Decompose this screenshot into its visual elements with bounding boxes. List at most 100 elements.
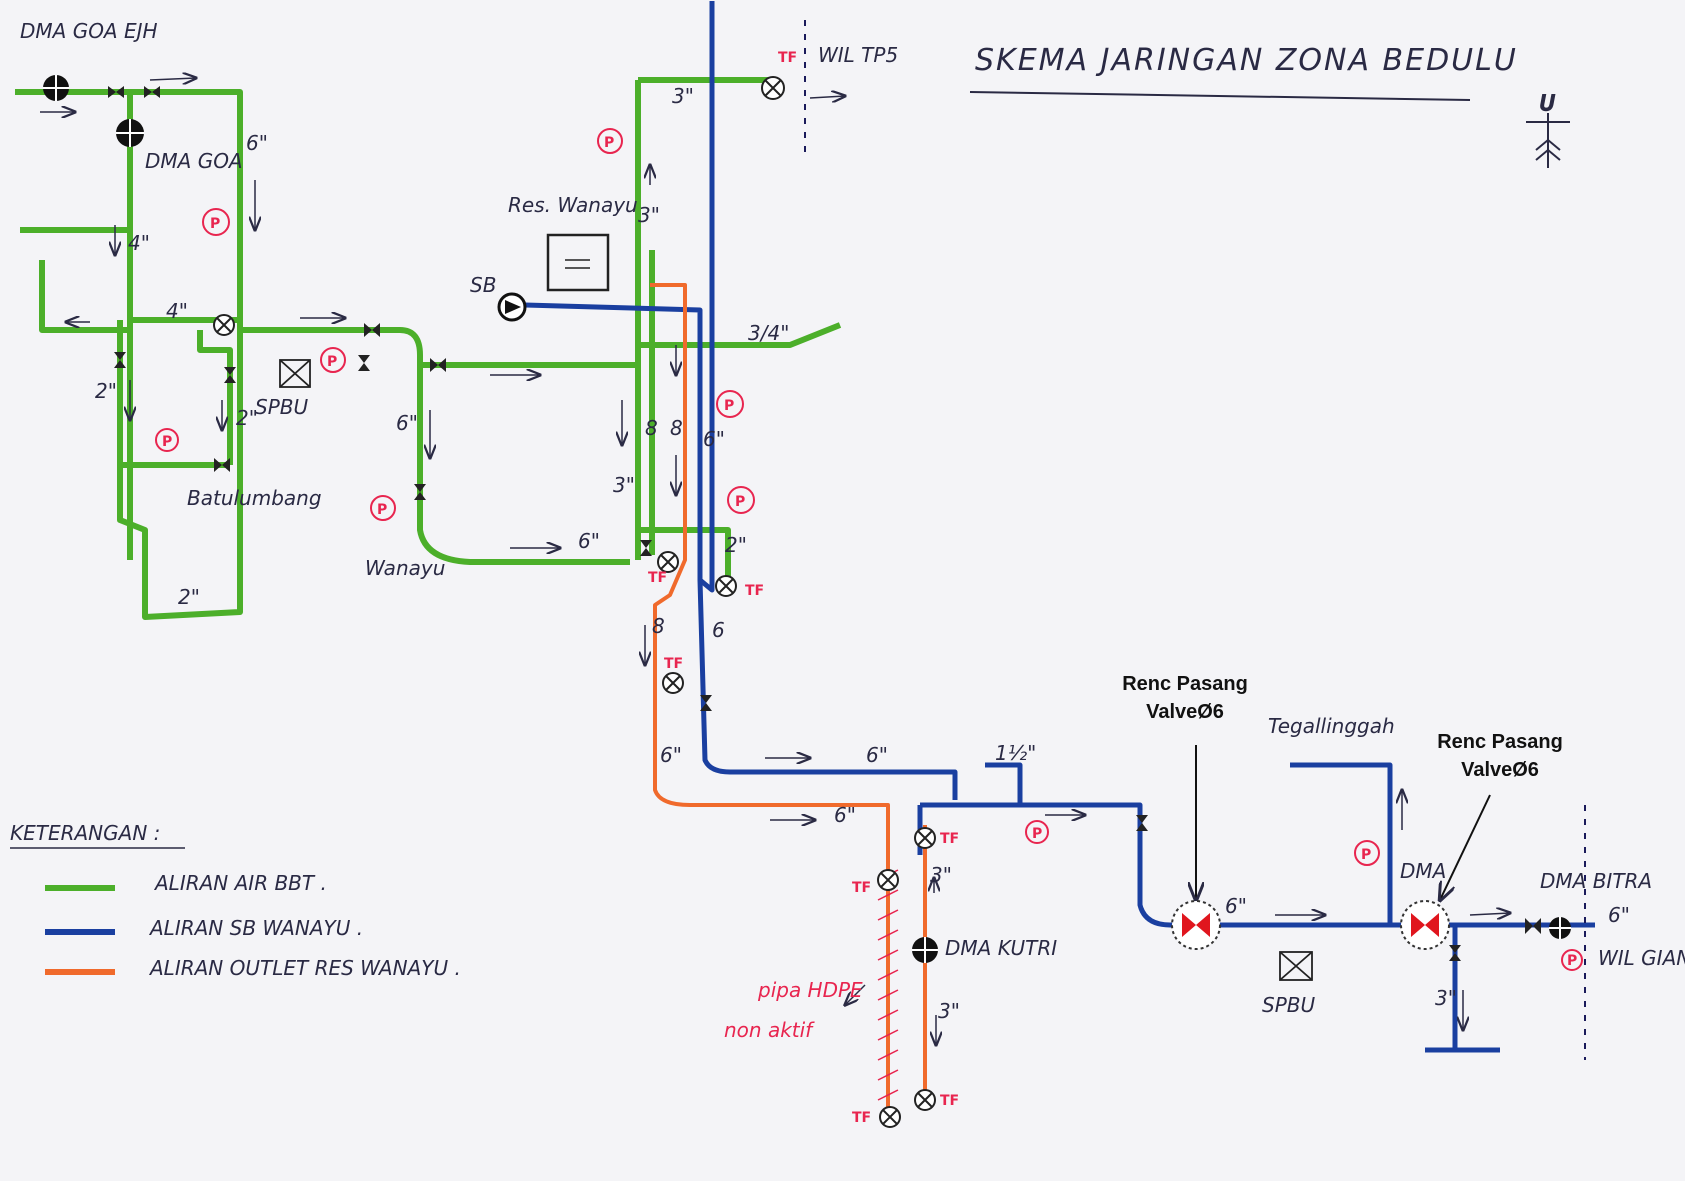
label-tegallinggah: Tegallinggah [1268,714,1395,738]
pressure-point-icon: P [727,486,755,514]
gate-valve-icon [657,551,679,573]
spbu-cross-left [279,359,311,388]
label-non-aktif: non aktif [724,1018,815,1042]
valve-icon [640,540,652,556]
legend-item-bbt: ALIRAN AIR BBT . [45,871,327,895]
flow-arrows [40,78,1510,1045]
flow-arrow [809,96,845,98]
label-pipa-hdpe: pipa HDPE [757,978,863,1002]
dma-meters [43,75,1571,963]
planned-valve-icon [1411,913,1439,937]
pressure-point-icon: P [1561,949,1583,971]
label-wil-gianyar: WIL GIANYAR [1598,946,1685,970]
pipe-sb-tegallinggah [1290,762,1393,925]
size-label: 6" [1225,894,1247,918]
p-label: P [162,434,172,450]
tf-label: TF [940,831,959,847]
valve-icon [1136,815,1148,831]
valve-icon [114,352,126,368]
reservoir-box [546,233,610,292]
gate-valve-icon [914,1089,936,1111]
gate-valve-icon [761,76,785,100]
tf-label: TF [745,583,764,599]
size-label: 6" [578,529,600,553]
label-spbu-left: SPBU [255,395,308,419]
flow-arrow [845,984,866,1005]
compass-tail [1535,138,1561,161]
tf-label: TF [778,50,797,66]
legend-label-outlet: ALIRAN OUTLET RES WANAYU . [148,956,461,980]
pipe-sb-trunk-east [920,802,1595,928]
legend: KETERANGAN : ALIRAN AIR BBT . ALIRAN SB … [10,821,461,980]
legend-heading: KETERANGAN : [10,821,160,845]
size-label: 8 [670,416,683,440]
size-label: 3" [930,863,952,887]
size-label: 3" [613,473,635,497]
valve-icon [1525,918,1541,934]
size-label: 4" [166,299,188,323]
size-label: 2" [236,406,258,430]
size-label: 6" [834,803,856,827]
size-label: 2" [725,533,747,557]
label-dma-kutri: DMA KUTRI [945,936,1057,960]
meter-dma-bitra-icon [1549,917,1571,939]
spbu-symbol-left [279,359,311,388]
pump-sb [497,292,527,322]
pressure-point-icon: P [155,428,179,452]
valve-icon [108,86,124,98]
pipe-outlet-main [650,283,890,1000]
pipe-bbt-branch-stub [39,260,130,333]
tf-label: TF [940,1093,959,1109]
region-boundaries [804,20,1586,1060]
label-wanayu: Wanayu [365,556,445,580]
p-label: P [210,216,220,232]
pipe-bbt-main [15,89,630,565]
meter-cross [43,75,69,101]
planned-valve-icon [1182,913,1210,937]
spbu-cross-right [1279,951,1313,981]
pipes-bbt [15,77,842,620]
valve-icon [144,86,160,98]
callout-line1: Renc Pasang [1122,673,1248,695]
gate-valve-icon [715,575,737,597]
pipe-bbt-batulumbang-loop [117,320,243,620]
title-underline [969,91,1471,101]
legend-label-sb: ALIRAN SB WANAYU . [148,916,363,940]
size-label: 3" [938,999,960,1023]
compass-north-label: U [1540,91,1555,115]
pipe-sb-1-5in [985,762,1023,805]
gate-valve-icon [662,672,684,694]
pressure-point-icon: P [370,495,396,521]
gate-valve-icon [914,827,936,849]
pipe-bbt-spbu [197,330,233,465]
pipe-bbt-2in-right [640,527,731,580]
pressure-point-icon: P [1354,840,1380,866]
meter-dma-goa-ejh-icon [43,75,69,101]
callout-line2: ValveØ6 [1461,759,1539,781]
p-label: P [724,398,734,414]
valve-icon [358,355,370,371]
label-dma-goa: DMA GOA [145,149,243,173]
size-label: 3" [638,203,660,227]
size-label: 4" [128,231,150,255]
p-label: P [377,502,387,518]
meter-dma-kutri-icon [912,937,938,963]
p-label: P [604,135,614,151]
size-label: 6" [866,743,888,767]
pipe-size-labels: 6" 4" 4" 2" 2" 2" 6" 6" 3" 3" 3/4" 8 8 6… [95,84,1630,1023]
spbu-box-right [1279,951,1313,981]
pump-arrow-icon [505,300,521,314]
gate-valve-icon [213,314,235,336]
size-label: 6" [660,743,682,767]
tf-label: TF [852,880,871,896]
spbu-box-left [279,359,311,388]
meter-cross [912,937,938,963]
size-label: 8 [645,416,658,440]
label-res-wanayu: Res. Wanayu [508,193,638,217]
label-spbu-right: SPBU [1262,993,1315,1017]
gate-valves [213,76,936,1128]
flow-arrow [149,78,196,80]
label-dma-goa-ejh: DMA GOA EJH [20,19,158,43]
